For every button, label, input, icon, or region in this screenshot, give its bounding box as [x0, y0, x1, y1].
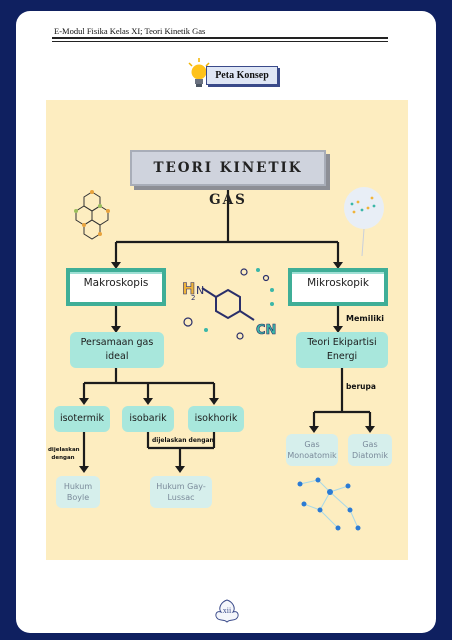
molecule-n-label: N	[196, 284, 204, 297]
node-gas-diatomik: Gas Diatomik	[348, 434, 392, 466]
node-isotermik: isotermik	[54, 406, 110, 432]
node-hukum-boyle: Hukum Boyle	[56, 476, 100, 508]
node-makroskopis: Makroskopis	[66, 268, 166, 306]
node-teori-ekipartisi: Teori Ekipartisi Energi	[296, 332, 388, 368]
lightbulb-icon	[188, 58, 210, 87]
node-persamaan-gas-ideal: Persamaan gas ideal	[70, 332, 164, 368]
node-makroskopis-label: Makroskopis	[70, 274, 162, 302]
section-badge: Peta Konsep	[206, 66, 278, 85]
molecule-structure-icon: H 2 N CN	[182, 268, 277, 340]
molecule-h-label: H	[182, 279, 195, 298]
molecule-subscript: 2	[191, 294, 195, 302]
molecule-cn-label: CN	[256, 323, 276, 338]
running-header: E-Modul Fisika Kelas XI; Teori Kinetik G…	[54, 26, 206, 36]
node-isobarik: isobarik	[122, 406, 174, 432]
label-dijelaskan-kiri: dijelaskan dengan	[48, 447, 80, 461]
node-gas-monoatomik: Gas Monoatomik	[286, 434, 338, 466]
node-mikroskopik: Mikroskopik	[288, 268, 388, 306]
node-mikroskopik-label: Mikroskopik	[292, 274, 384, 302]
particle-network-icon	[297, 477, 361, 531]
label-dijelaskan-tengah: dijelaskan dengan	[152, 437, 214, 444]
concept-map-title: TEORI KINETIK GAS	[130, 150, 326, 208]
ornament-icon	[215, 599, 239, 623]
header-rule-thin	[52, 41, 388, 42]
label-berupa: berupa	[346, 382, 376, 391]
balloon-icon	[344, 187, 384, 257]
label-memiliki: Memiliki	[346, 314, 385, 323]
node-isokhorik: isokhorik	[188, 406, 244, 432]
page-number: xii	[222, 606, 232, 615]
header-rule	[52, 37, 388, 39]
hexagon-molecule-icon	[74, 190, 110, 240]
node-hukum-gay-lussac: Hukum Gay-Lussac	[150, 476, 212, 508]
